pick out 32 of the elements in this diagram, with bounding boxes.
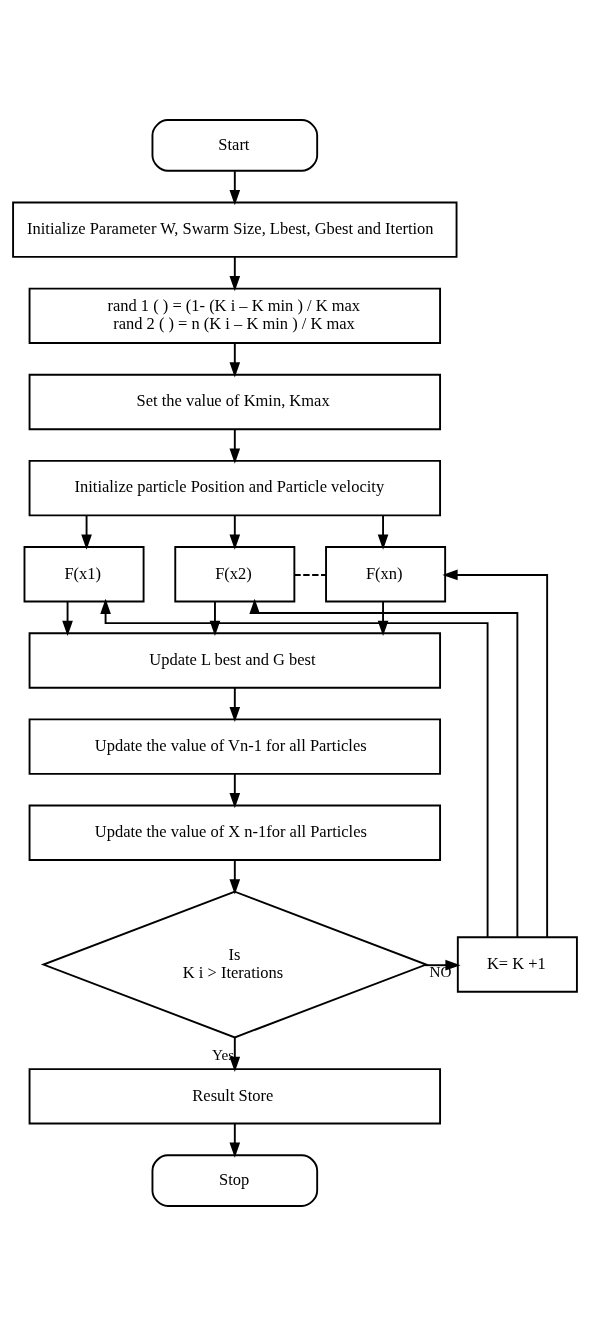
arrow <box>229 772 241 808</box>
node-box: Initialize Parameter W, Swarm Size, Lbest, Gbest and Itertion <box>12 201 458 258</box>
arrow <box>377 513 389 550</box>
arrow <box>100 598 489 938</box>
arrow <box>81 513 92 550</box>
arrow <box>229 427 241 464</box>
arrow <box>229 255 241 291</box>
node-box: Initialize particle Position and Particle velocity <box>28 459 442 516</box>
arrow <box>229 169 241 205</box>
node-box: F(x2) <box>174 545 296 602</box>
arrow <box>229 341 241 377</box>
connector <box>293 573 327 576</box>
arrow <box>229 686 241 722</box>
node-box: Result Store <box>28 1067 442 1124</box>
arrow <box>62 600 73 636</box>
node-box: Update the value of X n-1for all Particles <box>28 804 442 861</box>
node-box: rand 1 ( ) = (1- (K i – K min ) / K max rand 2 ( ) = n (K i – K min ) / K max <box>28 287 442 344</box>
node-box: F(x1) <box>23 545 145 602</box>
node-box: Update L best and G best <box>28 631 442 689</box>
node-box: Update the value of Vn-1 for all Particles <box>28 717 442 775</box>
arrow <box>442 569 549 938</box>
arrow <box>229 1122 241 1158</box>
node-box: Stop <box>151 1153 319 1207</box>
node-box: Start <box>151 118 319 172</box>
node-box: Set the value of Kmin, Kmax <box>28 373 442 430</box>
arrow <box>249 598 519 938</box>
node-box: F(xn) <box>325 545 447 602</box>
arrow <box>229 858 241 894</box>
arrow <box>229 513 241 550</box>
arrow <box>423 959 461 970</box>
node-box: K= K +1 <box>456 935 578 993</box>
node-diamond: Is K i > Iterations <box>40 890 429 1038</box>
